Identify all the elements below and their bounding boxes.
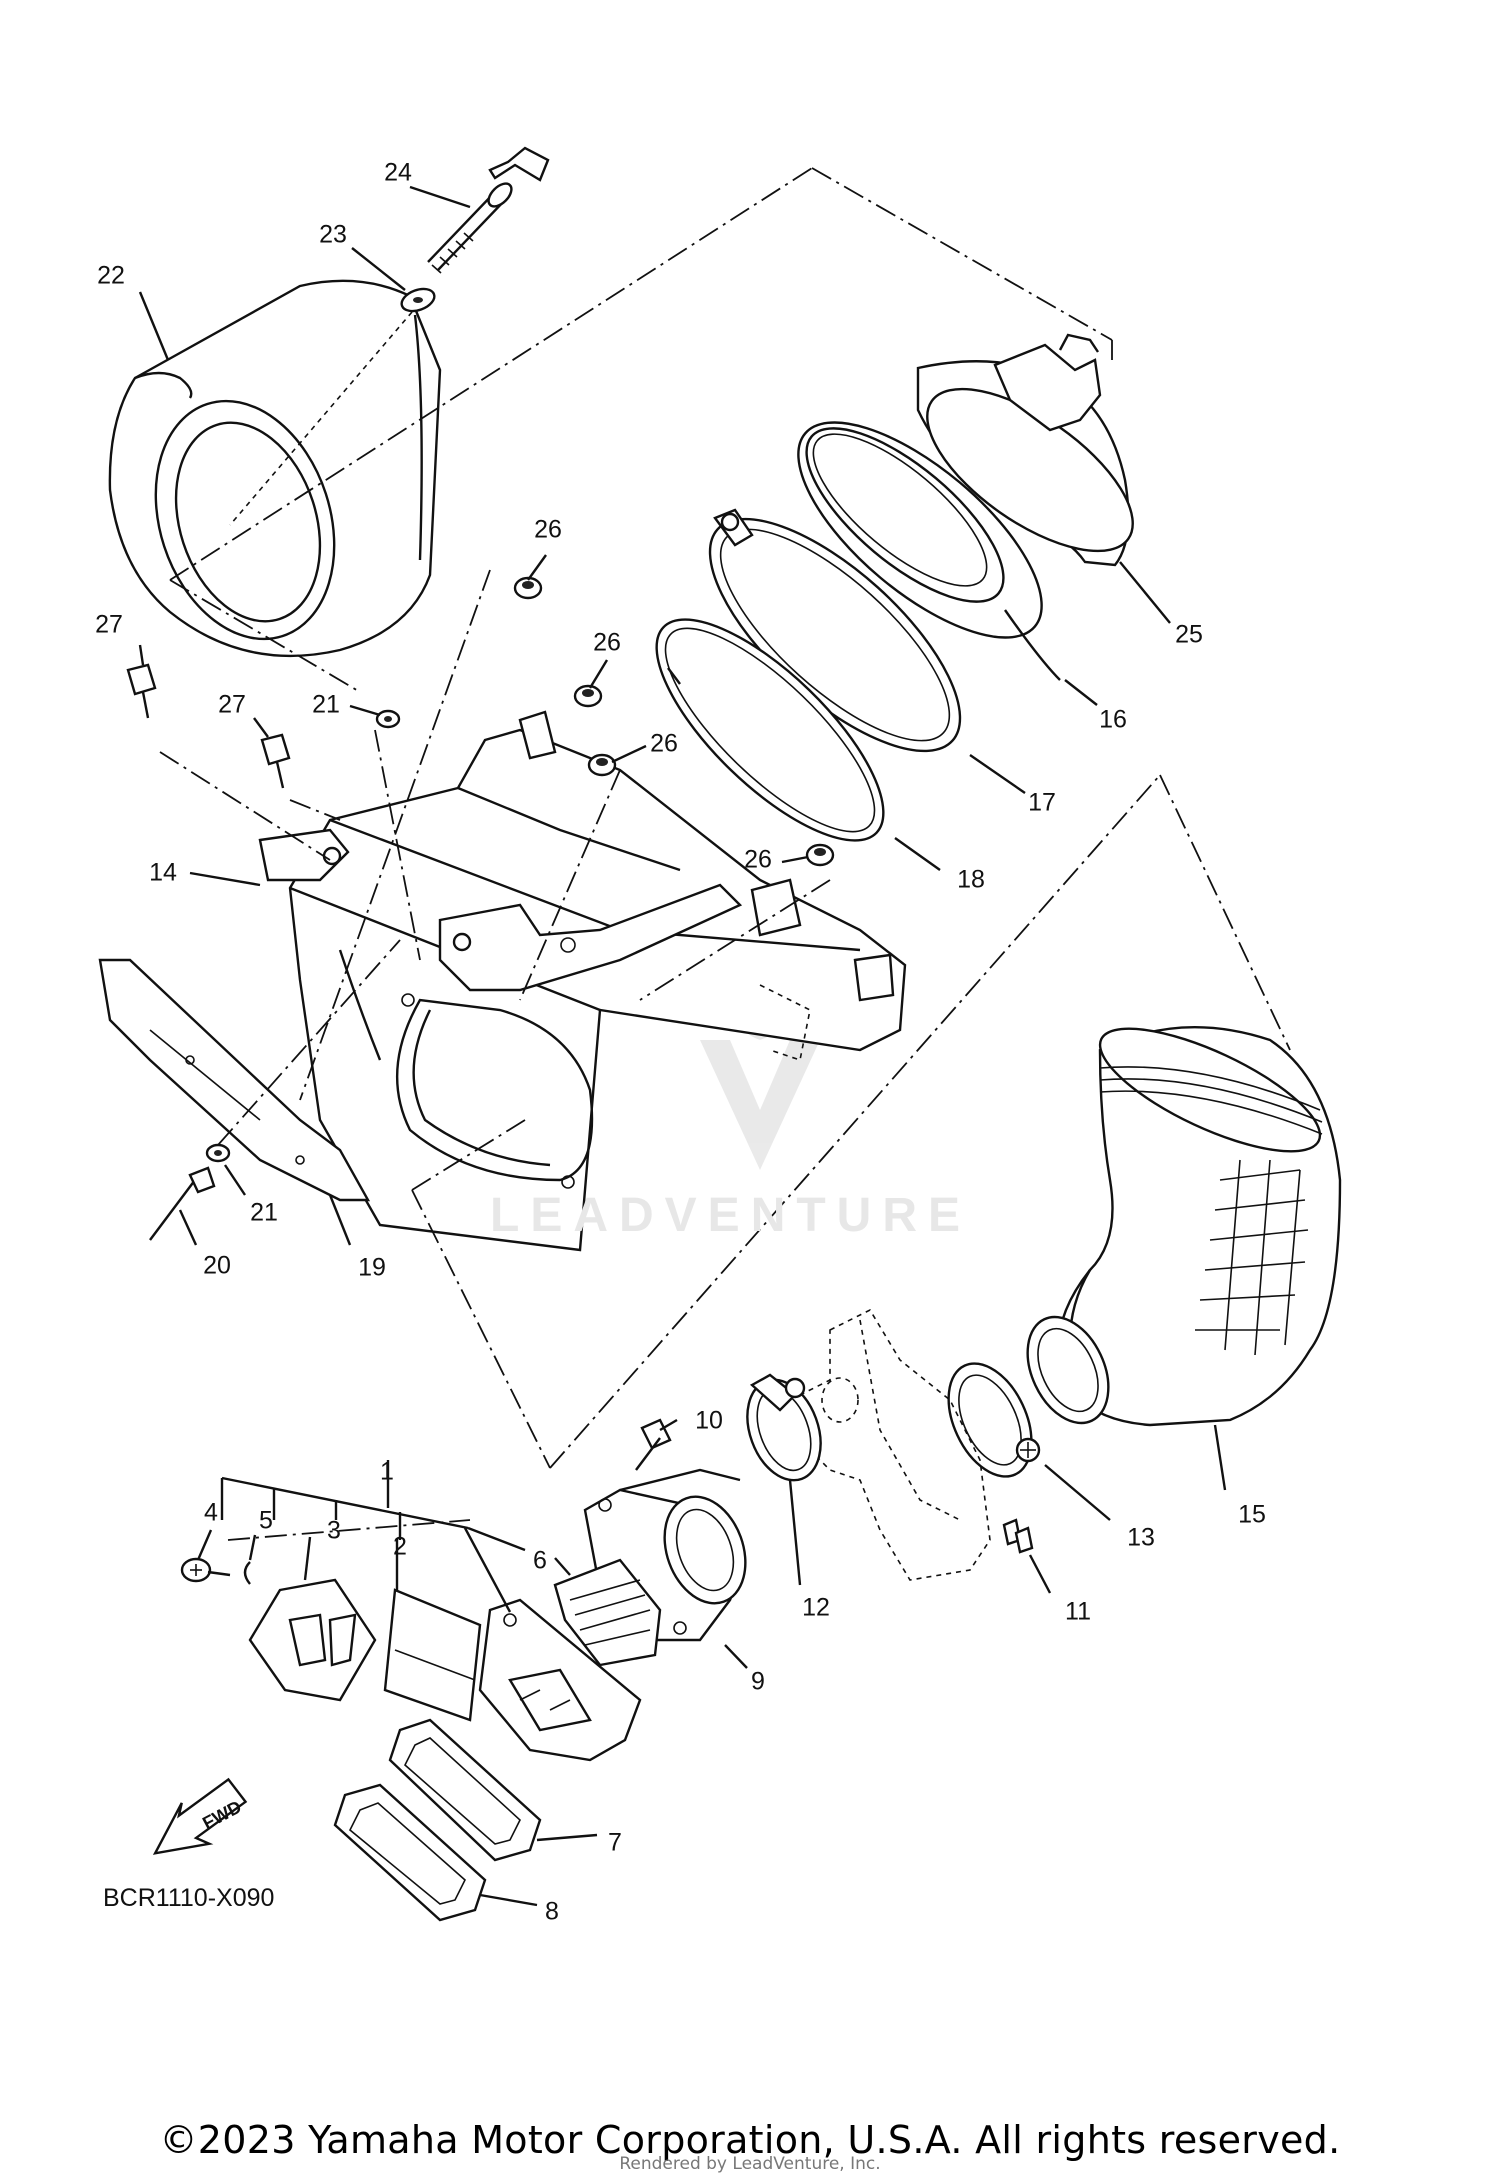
callout-25: 25 xyxy=(1175,620,1203,649)
callout-16: 16 xyxy=(1099,705,1127,734)
callout-23: 23 xyxy=(319,220,347,249)
grommet xyxy=(587,753,617,777)
callout-9: 9 xyxy=(751,1667,765,1696)
flange-bolt xyxy=(126,663,157,719)
callout-26: 26 xyxy=(650,729,678,758)
callout-1: 1 xyxy=(380,1457,394,1486)
rivet xyxy=(149,1166,216,1241)
callout-2: 2 xyxy=(393,1532,407,1561)
callout-12: 12 xyxy=(802,1593,830,1622)
filter-guide xyxy=(916,333,1134,567)
callout-11: 11 xyxy=(1065,1597,1091,1626)
callout-18: 18 xyxy=(957,865,985,894)
callout-22: 22 xyxy=(97,261,125,290)
clip xyxy=(1002,1518,1034,1554)
air-filter-joint xyxy=(797,421,1061,681)
leader-lines xyxy=(138,185,1227,1907)
reed xyxy=(383,1588,482,1722)
callout-14: 14 xyxy=(149,858,177,887)
joint-clamp xyxy=(947,1315,1110,1478)
plate xyxy=(98,958,371,1202)
air-duct xyxy=(1056,1025,1342,1427)
washer xyxy=(400,287,436,313)
grommet xyxy=(805,843,835,867)
callout-27: 27 xyxy=(95,610,123,639)
grommet xyxy=(513,576,543,600)
callout-4: 4 xyxy=(204,1498,218,1527)
gasket xyxy=(333,1783,487,1922)
callout-21: 21 xyxy=(312,690,340,719)
washer xyxy=(205,1143,231,1163)
clamp xyxy=(746,1373,822,1482)
grommet xyxy=(573,684,603,708)
callout-1-tree xyxy=(220,1460,526,1613)
washer xyxy=(375,709,401,729)
washer xyxy=(243,1561,251,1585)
callout-3: 3 xyxy=(327,1516,341,1545)
callout-17: 17 xyxy=(1028,788,1056,817)
callout-5: 5 xyxy=(259,1506,273,1535)
reed-stopper xyxy=(248,1578,377,1702)
callout-8: 8 xyxy=(545,1897,559,1926)
copyright-notice: ©2023 Yamaha Motor Corporation, U.S.A. A… xyxy=(159,2118,1341,2162)
watermark-text: LEADVENTURE xyxy=(490,1189,972,1242)
diagram-code: BCR1110-X090 xyxy=(103,1884,275,1912)
callout-6: 6 xyxy=(533,1546,547,1575)
callout-15: 15 xyxy=(1238,1500,1266,1529)
screw xyxy=(180,1557,231,1583)
callout-26: 26 xyxy=(593,628,621,657)
flange-bolt xyxy=(260,733,291,789)
callout-27: 27 xyxy=(218,690,246,719)
band xyxy=(708,508,962,753)
reed-valve-assembly xyxy=(553,1558,662,1667)
air-filter-case xyxy=(258,710,907,1252)
callout-10: 10 xyxy=(695,1406,723,1435)
callout-20: 20 xyxy=(203,1251,231,1280)
reed-valve-body xyxy=(478,1598,642,1762)
wing-bolt xyxy=(427,146,550,274)
callout-21: 21 xyxy=(250,1198,278,1227)
gasket xyxy=(388,1718,542,1862)
callout-19: 19 xyxy=(358,1253,386,1282)
callout-24: 24 xyxy=(384,158,412,187)
callout-13: 13 xyxy=(1127,1523,1155,1552)
carburetor-outline xyxy=(789,1308,991,1581)
callout-26: 26 xyxy=(534,515,562,544)
callout-7: 7 xyxy=(608,1828,622,1857)
callout-26: 26 xyxy=(744,845,772,874)
seal xyxy=(655,618,885,842)
rendered-by-notice: Rendered by LeadVenture, Inc. xyxy=(619,2154,881,2174)
fwd-arrow-icon xyxy=(152,1777,248,1855)
